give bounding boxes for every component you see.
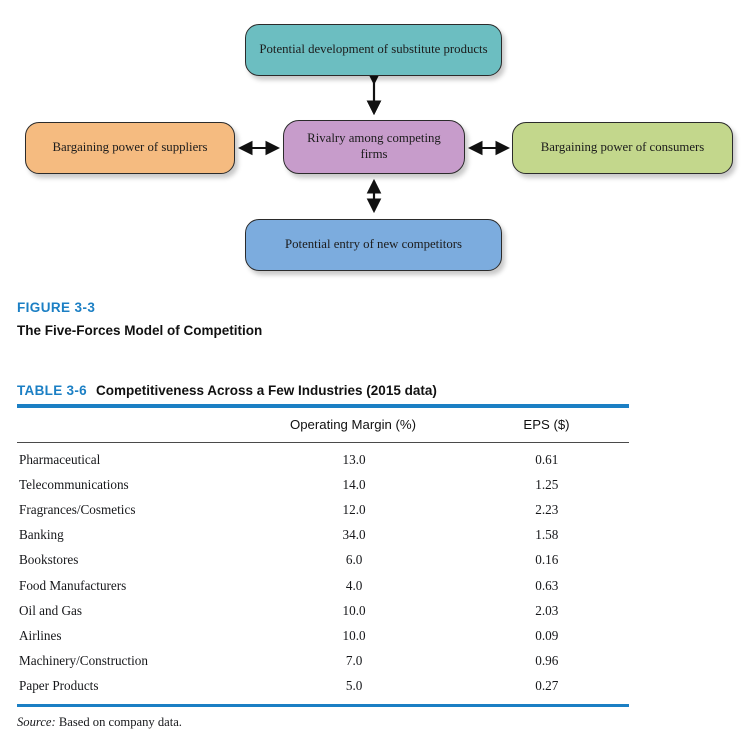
table-row: Banking 34.0 1.58	[17, 523, 629, 548]
cell-industry: Fragrances/Cosmetics	[19, 501, 136, 517]
cell-operating-margin: 34.0	[342, 527, 366, 543]
figure-caption: FIGURE 3-3 The Five-Forces Model of Comp…	[17, 300, 617, 338]
table-caption: TABLE 3-6 Competitiveness Across a Few In…	[17, 383, 629, 398]
cell-industry: Airlines	[19, 627, 62, 643]
table-row: Machinery/Construction 7.0 0.96	[17, 649, 629, 674]
table-row: Airlines 10.0 0.09	[17, 623, 629, 648]
cell-eps: 0.16	[535, 552, 559, 568]
cell-industry: Bookstores	[19, 552, 79, 568]
table-row: Bookstores 6.0 0.16	[17, 548, 629, 573]
cell-eps: 1.58	[535, 527, 559, 543]
cell-eps: 2.23	[535, 501, 559, 517]
node-potential-substitutes[interactable]: Potential development of substitute prod…	[245, 24, 502, 76]
cell-industry: Oil and Gas	[19, 602, 82, 618]
cell-industry: Food Manufacturers	[19, 577, 127, 593]
figure-number: FIGURE 3-3	[17, 300, 96, 315]
table-row: Pharmaceutical 13.0 0.61	[17, 443, 629, 473]
node-bargaining-power-consumers[interactable]: Bargaining power of consumers	[512, 122, 733, 174]
node-potential-new-entrants[interactable]: Potential entry of new competitors	[245, 219, 502, 271]
industry-table: Operating Margin (%) EPS ($)	[17, 408, 629, 442]
column-header-operating-margin: Operating Margin (%)	[289, 416, 417, 432]
table-block: TABLE 3-6 Competitiveness Across a Few In…	[17, 383, 629, 730]
node-rivalry-among-competing-firms[interactable]: Rivalry among competing firms	[283, 120, 465, 174]
source-text: Based on company data.	[55, 715, 182, 730]
table-number: TABLE 3-6	[17, 383, 87, 398]
table-title: Competitiveness Across a Few Industries …	[95, 383, 437, 398]
table-row: Paper Products 5.0 0.27	[17, 674, 629, 699]
table-header-rule	[17, 441, 629, 443]
cell-industry: Paper Products	[19, 678, 99, 694]
table-head: Operating Margin (%) EPS ($)	[17, 408, 629, 442]
table-bottom-rule	[17, 703, 629, 708]
column-header-industry	[17, 408, 242, 442]
cell-eps: 0.27	[535, 678, 559, 694]
cell-eps: 0.63	[535, 577, 559, 593]
cell-industry: Telecommunications	[19, 476, 129, 492]
cell-eps: 0.09	[535, 627, 559, 643]
table-top-rule	[17, 404, 629, 408]
cell-industry: Pharmaceutical	[19, 451, 101, 467]
table-row: Oil and Gas 10.0 2.03	[17, 598, 629, 623]
source-label: Source:	[17, 715, 56, 730]
table-row: Fragrances/Cosmetics 12.0 2.23	[17, 497, 629, 522]
cell-operating-margin: 4.0	[345, 577, 363, 593]
source-line: Source: Based on company data.	[17, 715, 629, 730]
five-forces-diagram: Potential development of substitute prod…	[0, 0, 746, 290]
table-row: Food Manufacturers 4.0 0.63	[17, 573, 629, 598]
cell-operating-margin: 13.0	[342, 451, 366, 467]
cell-operating-margin: 7.0	[345, 653, 363, 669]
cell-eps: 2.03	[535, 602, 559, 618]
cell-operating-margin: 10.0	[342, 602, 366, 618]
cell-operating-margin: 6.0	[345, 552, 363, 568]
cell-operating-margin: 14.0	[342, 476, 366, 492]
cell-eps: 0.61	[535, 451, 559, 467]
column-header-eps: EPS ($)	[523, 416, 570, 432]
cell-eps: 0.96	[535, 653, 559, 669]
table-row: Telecommunications 14.0 1.25	[17, 472, 629, 497]
node-bargaining-power-suppliers[interactable]: Bargaining power of suppliers	[25, 122, 235, 174]
cell-operating-margin: 5.0	[345, 678, 363, 694]
figure-title: The Five-Forces Model of Competition	[17, 323, 263, 338]
cell-operating-margin: 12.0	[342, 501, 366, 517]
cell-industry: Banking	[19, 527, 64, 543]
cell-eps: 1.25	[535, 476, 559, 492]
cell-operating-margin: 10.0	[342, 627, 366, 643]
cell-industry: Machinery/Construction	[19, 653, 148, 669]
table-header-row: Operating Margin (%) EPS ($)	[17, 408, 629, 442]
